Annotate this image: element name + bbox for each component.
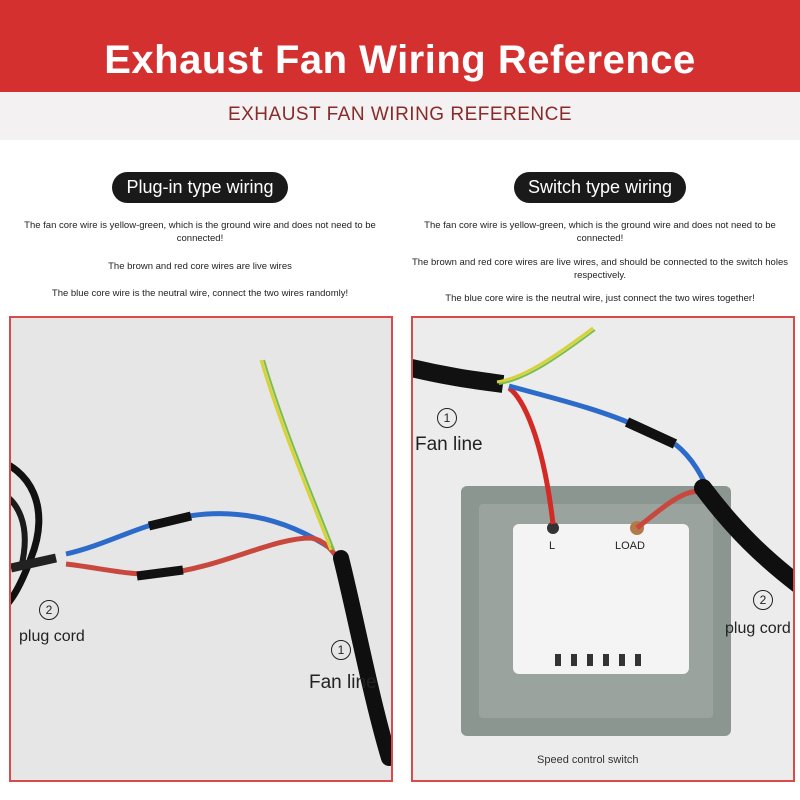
switch-wiring-photo: 1 Fan line L LOAD 2 plug cord Speed cont…: [411, 316, 795, 782]
plug-in-note-ground: The fan core wire is yellow-green, which…: [24, 220, 376, 245]
switch-marker-1: 1: [437, 408, 457, 428]
plug-in-notes: The fan core wire is yellow-green, which…: [0, 219, 400, 300]
switch-heading: Switch type wiring: [513, 172, 687, 203]
switch-note-ground: The fan core wire is yellow-green, which…: [424, 220, 776, 245]
switch-marker-2: 2: [753, 590, 773, 610]
plug-in-wiring-illustration: [11, 318, 391, 780]
header-banner: Exhaust Fan Wiring Reference EXHAUST FAN…: [0, 0, 800, 140]
plug-in-plug-cord-label: plug cord: [19, 628, 85, 645]
plug-in-note-live: The brown and red core wires are live wi…: [108, 260, 292, 272]
switch-section: Switch type wiring The fan core wire is …: [400, 150, 800, 315]
switch-terminal-load: LOAD: [615, 540, 645, 552]
plug-in-note-neutral: The blue core wire is the neutral wire, …: [51, 287, 349, 299]
plug-in-heading: Plug-in type wiring: [112, 172, 288, 203]
plug-in-marker-1: 1: [331, 640, 351, 660]
page-title: Exhaust Fan Wiring Reference: [104, 38, 696, 82]
subtitle-bar: [0, 92, 800, 140]
switch-caption: Speed control switch: [537, 754, 639, 766]
plug-in-fan-line-label: Fan line: [309, 672, 377, 693]
switch-notes: The fan core wire is yellow-green, which…: [400, 219, 800, 305]
page-subtitle: EXHAUST FAN WIRING REFERENCE: [227, 104, 573, 125]
plug-in-marker-2: 2: [39, 600, 59, 620]
switch-wiring-illustration: [413, 318, 793, 780]
switch-fan-line-label: Fan line: [415, 434, 483, 455]
switch-note-neutral: The blue core wire is the neutral wire, …: [445, 293, 755, 305]
plug-in-section: Plug-in type wiring The fan core wire is…: [0, 150, 400, 314]
switch-note-live: The brown and red core wires are live wi…: [412, 256, 788, 281]
plug-in-wiring-photo: 2 plug cord 1 Fan line: [9, 316, 393, 782]
switch-plug-cord-label: plug cord: [725, 620, 791, 637]
switch-terminal-l: L: [549, 540, 556, 552]
